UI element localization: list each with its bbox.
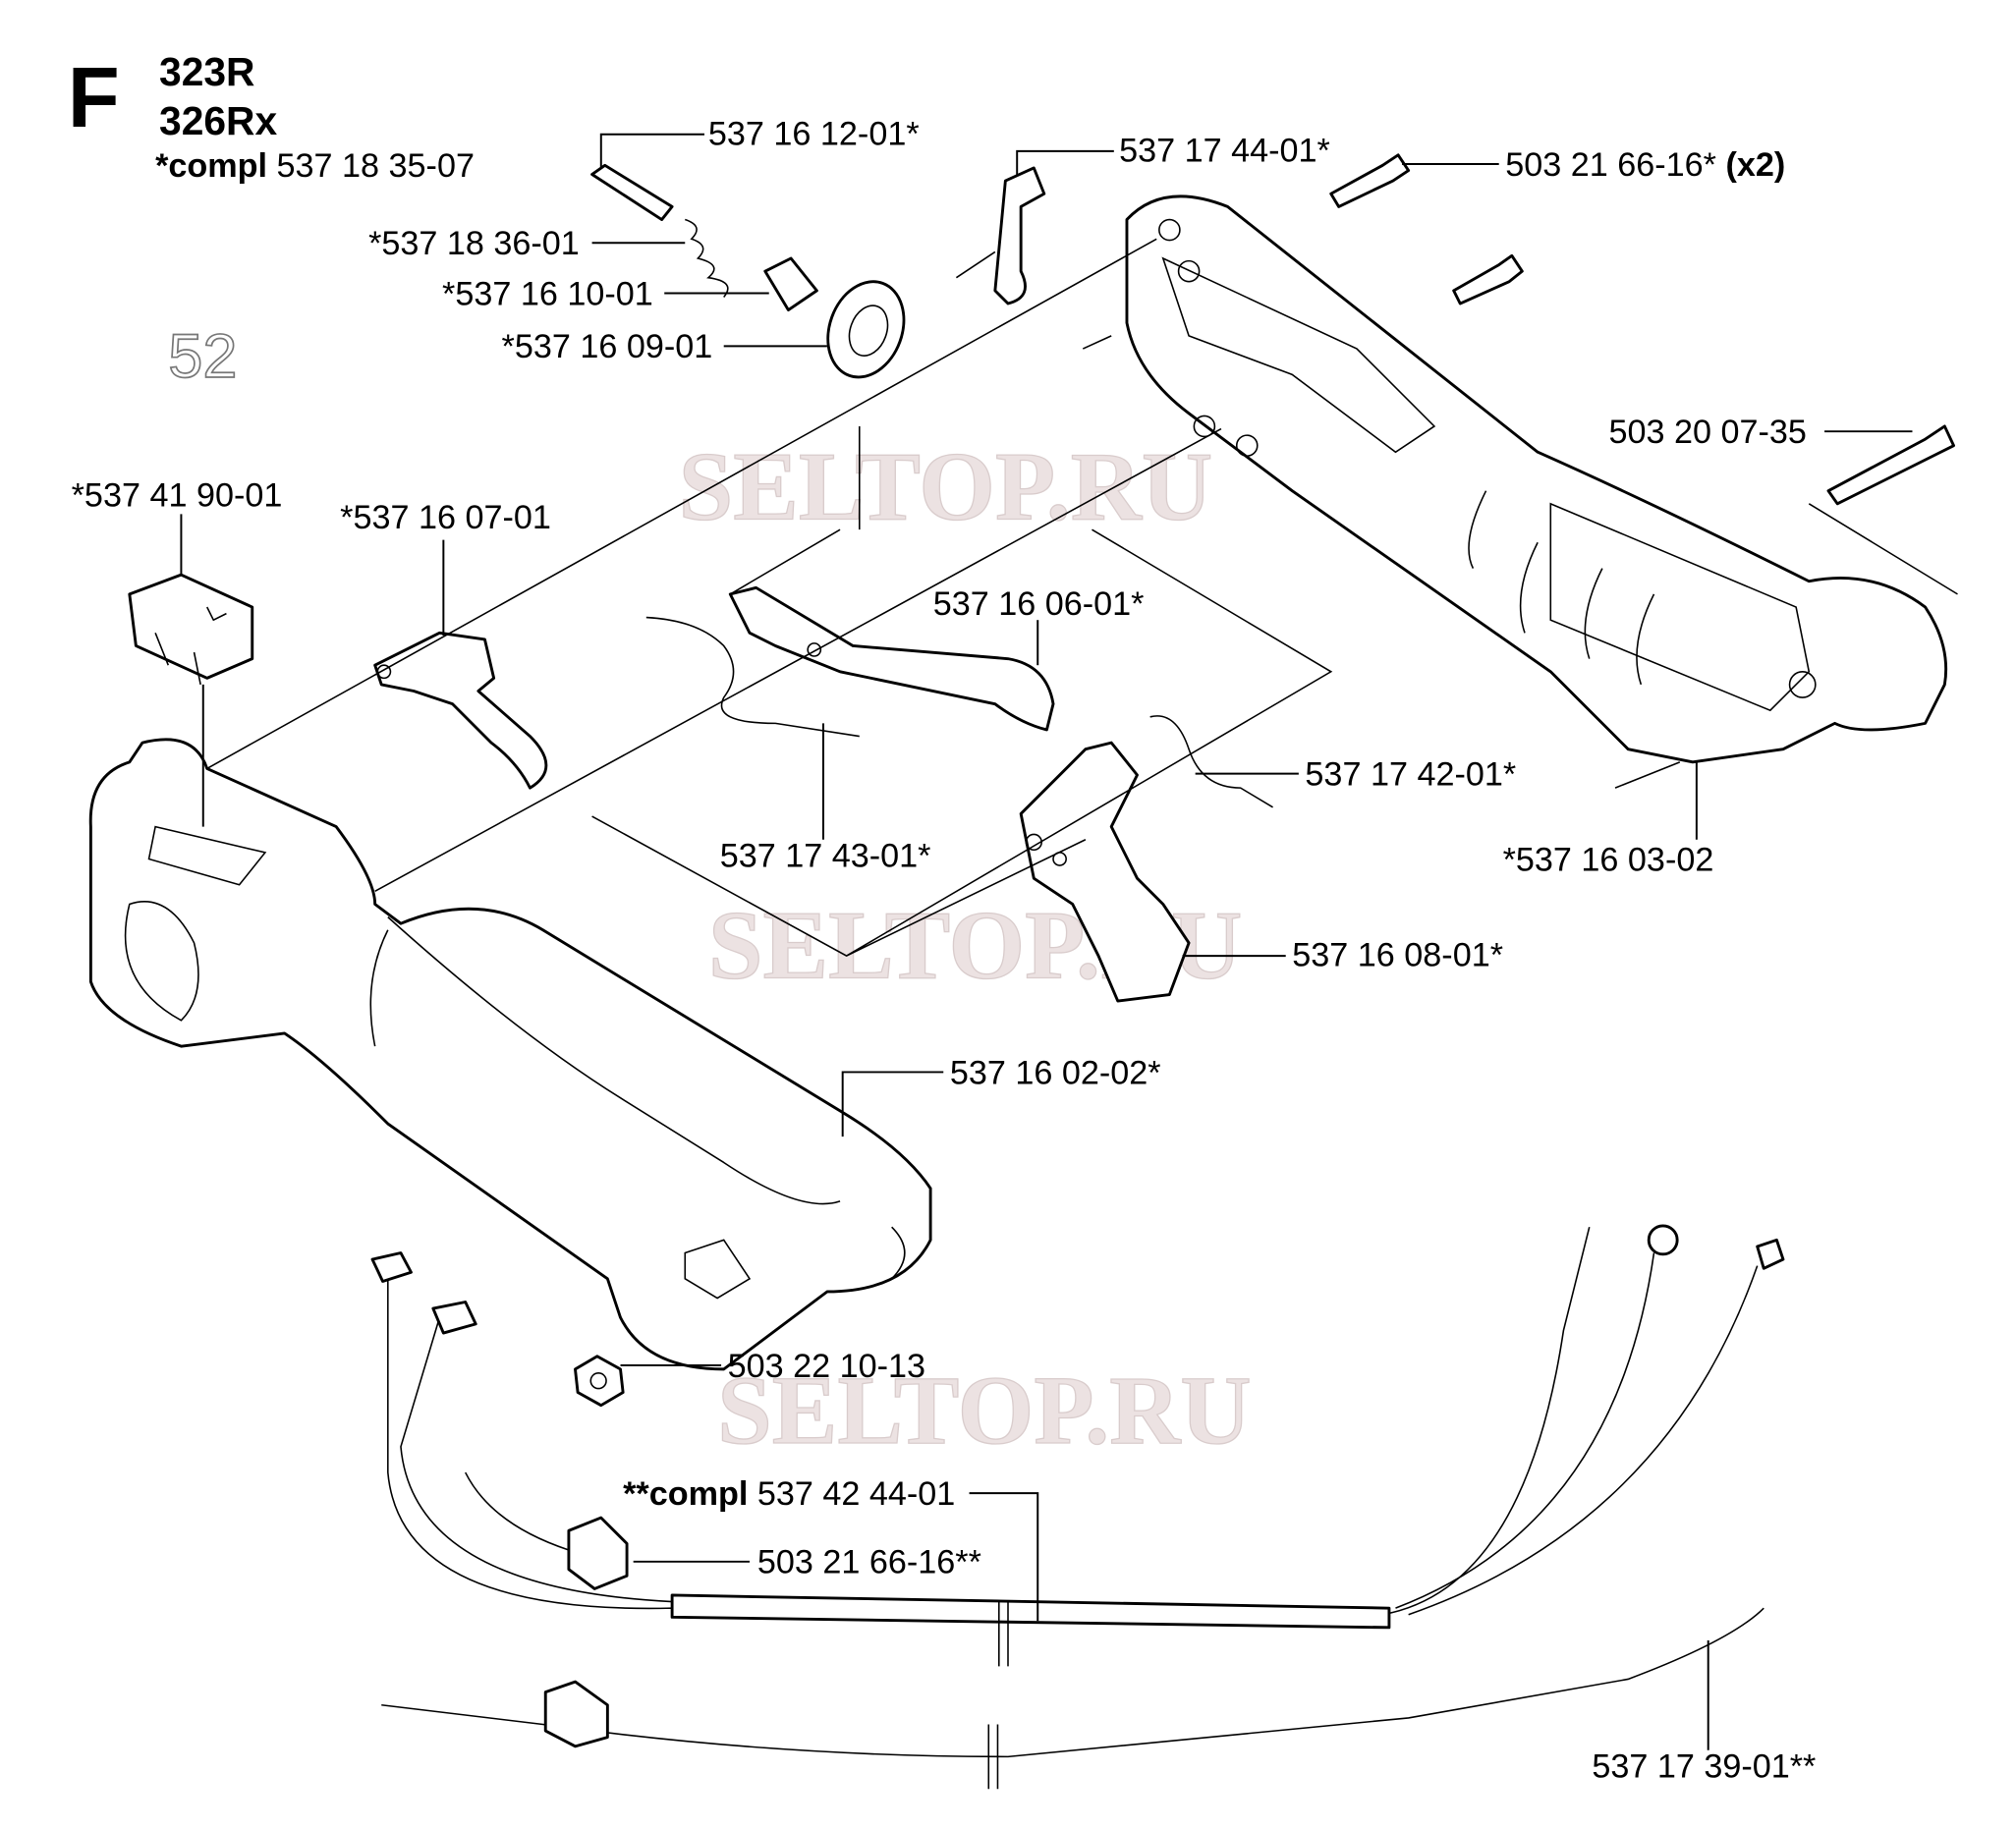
trigger-part: [1019, 741, 1191, 1003]
model-326rx: 326Rx: [159, 98, 277, 143]
part-label: *537 16 10-01: [442, 275, 653, 312]
part-label: *537 16 03-02: [1503, 841, 1714, 878]
watermark: SELTOP.RU: [679, 432, 1212, 541]
screw-parts: [574, 153, 1956, 1408]
part-label: *537 16 09-01: [502, 328, 713, 365]
part-label: 537 16 12-01*: [708, 115, 920, 152]
part-label: 537 17 42-01*: [1305, 756, 1516, 794]
page-number: 52: [168, 322, 237, 391]
quantity: (x2): [1725, 146, 1785, 184]
section-letter: F: [68, 50, 120, 145]
compl-prefix: *compl: [155, 147, 267, 185]
throttle-link-part: [728, 585, 1055, 732]
part-label: **compl 537 42 44-01: [623, 1475, 955, 1513]
model-323r: 323R: [159, 49, 254, 94]
wiring-harness: [370, 1224, 1785, 1790]
part-label: 537 16 02-02*: [950, 1054, 1161, 1091]
compl-prefix: **compl: [623, 1475, 748, 1513]
part-label: *537 16 07-01: [340, 499, 551, 536]
leader-lines: [180, 133, 1913, 1750]
part-number: 537 42 44-01: [757, 1475, 955, 1513]
handle-part: [88, 738, 932, 1371]
switch-part: [128, 573, 254, 686]
part-label: *537 18 36-01: [368, 225, 580, 262]
assembly-lines: [206, 238, 1958, 957]
part-label: 503 22 10-13: [728, 1348, 925, 1385]
part-label: 503 21 66-16* (x2): [1505, 146, 1785, 184]
part-label: *537 41 90-01: [72, 476, 283, 514]
watermark: SELTOP.RU: [717, 1356, 1251, 1465]
part-label: 503 21 66-16**: [757, 1544, 981, 1581]
part-label: 537 17 43-01*: [720, 837, 931, 874]
compl-kit-label: *compl 537 18 35-07: [155, 147, 475, 185]
part-label: 537 16 08-01*: [1292, 937, 1503, 974]
part-label: 537 16 06-01*: [933, 585, 1145, 623]
compl-number: 537 18 35-07: [277, 147, 475, 185]
spring-part: [1149, 715, 1273, 808]
part-number: 503 21 66-16*: [1505, 146, 1716, 184]
rear-handle-part: [1125, 194, 1948, 764]
part-label: 537 17 44-01*: [1119, 132, 1330, 169]
throttle-lock-part: [373, 631, 548, 790]
part-label: 503 20 07-35: [1608, 414, 1806, 451]
spring-part: [645, 616, 860, 738]
adjuster-parts: [590, 163, 1046, 379]
part-label: 537 17 39-01**: [1592, 1747, 1816, 1785]
